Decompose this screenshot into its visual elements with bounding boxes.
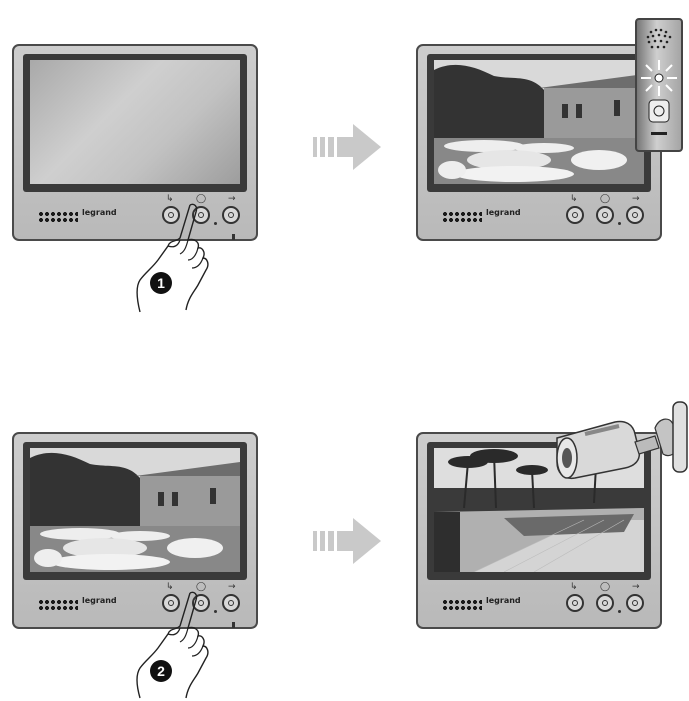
answer-button[interactable] [566,206,584,224]
door-open-button[interactable] [222,206,240,224]
monitor-bezel [427,54,651,192]
status-led [232,234,235,240]
step-badge-2: 2 [150,660,172,682]
monitor-screen-garden [434,60,644,184]
speaker-grille [442,599,482,611]
door-glyph: → [632,194,640,204]
hand-press-icon [128,200,218,315]
indicator-dot [618,222,621,225]
door-open-button[interactable] [222,594,240,612]
door-glyph: → [228,194,236,204]
brand-logo: legrand [82,208,117,217]
speaker-grille [442,211,482,223]
camera-cycle-button[interactable] [596,594,614,612]
arrow-right-icon [313,518,383,564]
answer-glyph: ↳ [570,582,578,592]
speaker-grille [38,599,78,611]
monitor-screen-blank [30,60,240,184]
hand-press-icon [128,588,218,701]
answer-button[interactable] [566,594,584,612]
door-glyph: → [632,582,640,592]
monitor-body: legrand ↳ ◯ → [416,44,662,241]
brand-logo: legrand [82,596,117,605]
camera-cycle-button[interactable] [596,206,614,224]
answer-glyph: ↳ [570,194,578,204]
camera-glyph: ◯ [600,582,610,592]
brand-logo: legrand [486,208,521,217]
indicator-dot [618,610,621,613]
monitor-bezel [23,442,247,580]
monitor-screen-garden [30,448,240,572]
door-glyph: → [228,582,236,592]
door-station-icon [635,18,683,152]
arrow-right-icon [313,124,383,170]
step-badge-1: 1 [150,272,172,294]
status-led [232,622,235,628]
camera-glyph: ◯ [600,194,610,204]
door-open-button[interactable] [626,206,644,224]
monitor-bezel [23,54,247,192]
door-open-button[interactable] [626,594,644,612]
brand-logo: legrand [486,596,521,605]
monitor-entrance-view: legrand ↳ ◯ → [416,44,664,244]
security-camera-icon [555,398,689,484]
speaker-grille [38,211,78,223]
